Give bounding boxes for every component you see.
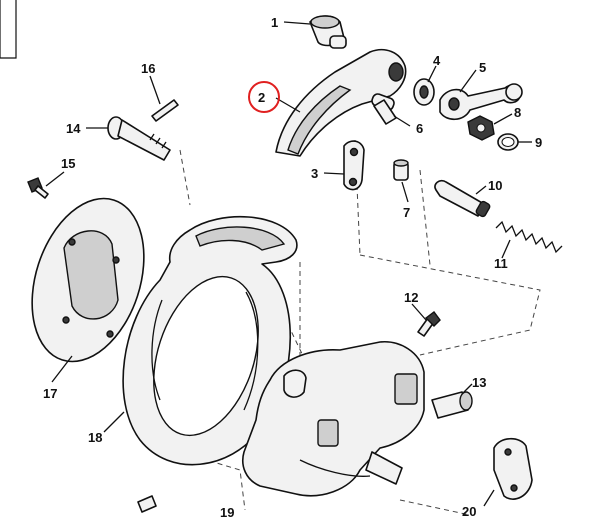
callout-7: 7 [403, 205, 410, 220]
part-20-bracket [493, 437, 533, 500]
callout-2: 2 [258, 90, 265, 105]
callout-19: 19 [220, 505, 234, 517]
callout-1: 1 [271, 15, 278, 30]
frame-edge [0, 0, 17, 59]
part-1-pin [309, 15, 347, 49]
part-13-shaft [431, 391, 473, 419]
part-17-cover-plate [31, 197, 145, 363]
part-3-link-plate [343, 140, 365, 191]
part-12-screw [417, 311, 441, 337]
callout-12: 12 [404, 290, 418, 305]
callout-5: 5 [479, 60, 486, 75]
part-15-small-screw [27, 177, 49, 199]
callout-14: 14 [66, 121, 81, 136]
leader-lines [45, 21, 532, 507]
part-10-plunger [434, 179, 491, 218]
callout-4: 4 [433, 53, 441, 68]
callout-11: 11 [494, 256, 508, 271]
callout-3: 3 [311, 166, 318, 181]
part-4-washer [413, 78, 435, 106]
callout-6: 6 [416, 121, 423, 136]
callout-9: 9 [535, 135, 542, 150]
callout-17: 17 [43, 386, 57, 401]
callout-10: 10 [488, 178, 502, 193]
callout-15: 15 [61, 156, 75, 171]
part-9-ring [497, 133, 519, 151]
callout-20: 20 [462, 504, 476, 517]
part-5-handle-lever [439, 83, 523, 121]
part-8-nut [467, 115, 495, 141]
part-11-spring [495, 220, 563, 254]
part-16-dowel-pin [151, 99, 179, 122]
part-18-ring-housing [122, 215, 298, 466]
callout-2-highlight-circle [248, 81, 280, 113]
callout-18: 18 [88, 430, 102, 445]
small-pin-bottom [137, 495, 157, 513]
callout-16: 16 [141, 61, 155, 76]
callout-13: 13 [472, 375, 486, 390]
part-7-plug [393, 159, 409, 181]
part-14-bolt [107, 116, 171, 161]
callout-8: 8 [514, 105, 521, 120]
part-19-carriage-body [242, 341, 425, 497]
